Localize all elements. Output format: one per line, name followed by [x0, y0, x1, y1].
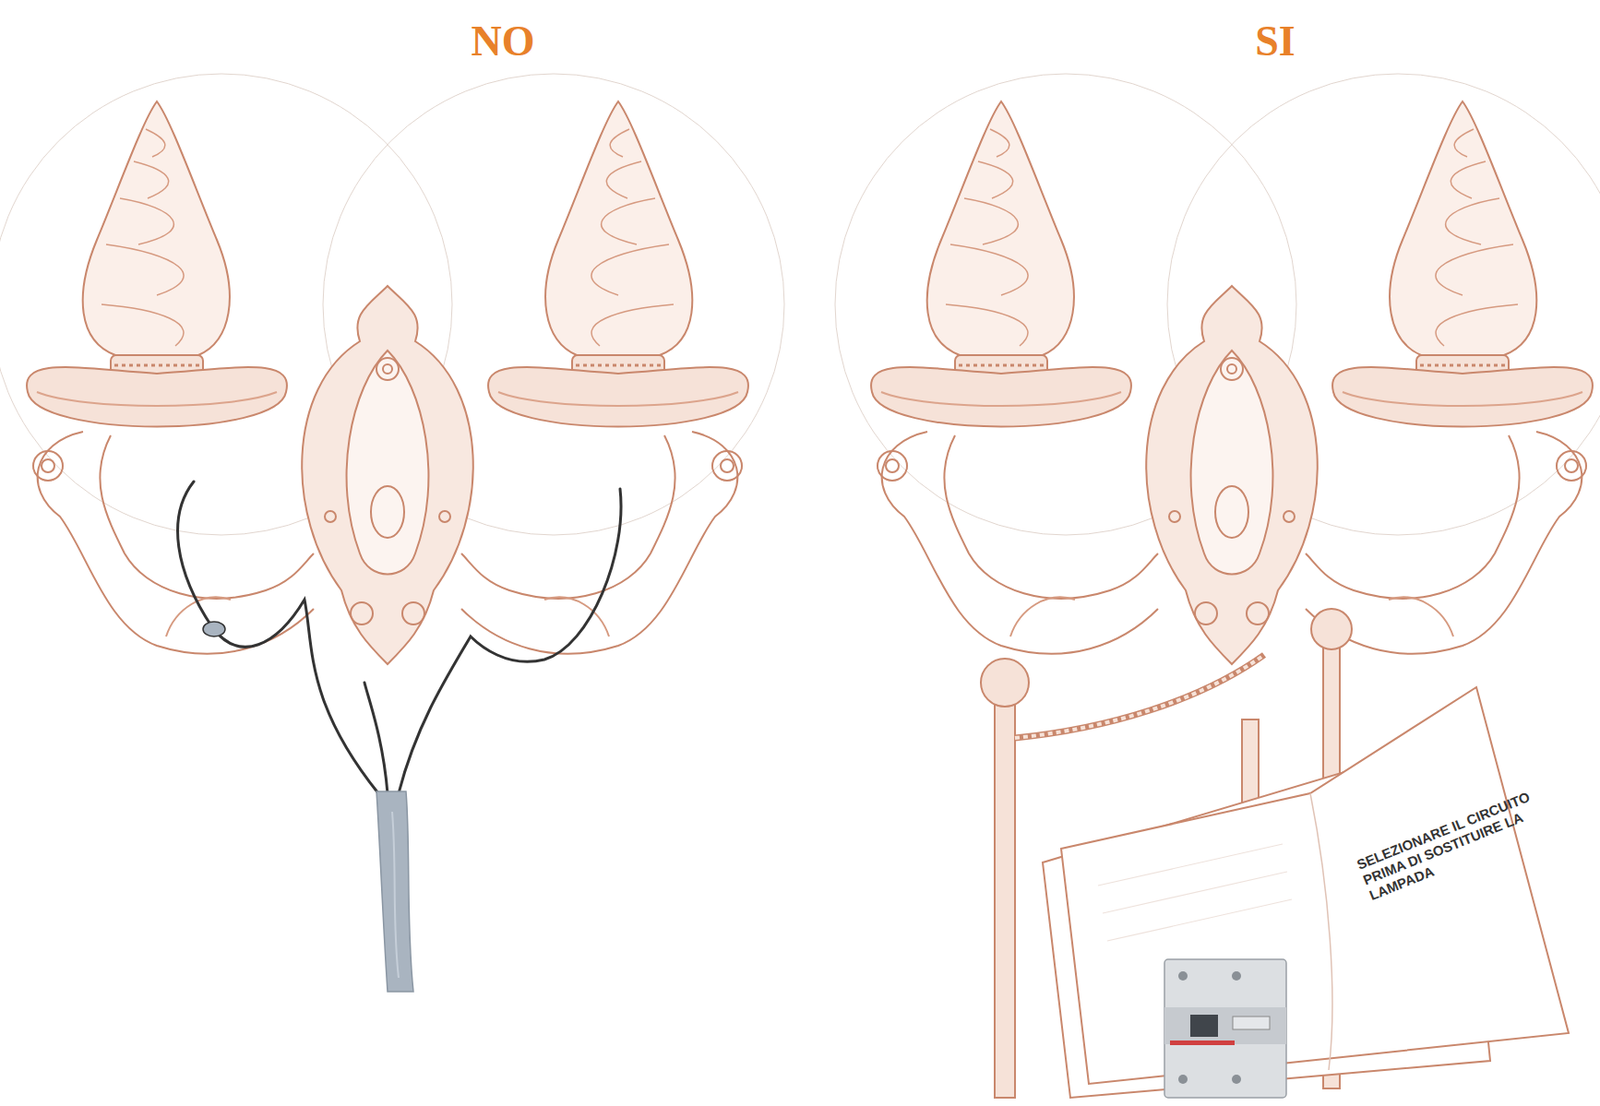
panel-heading: NO — [471, 16, 536, 66]
panel-heading: SI — [1254, 16, 1295, 66]
